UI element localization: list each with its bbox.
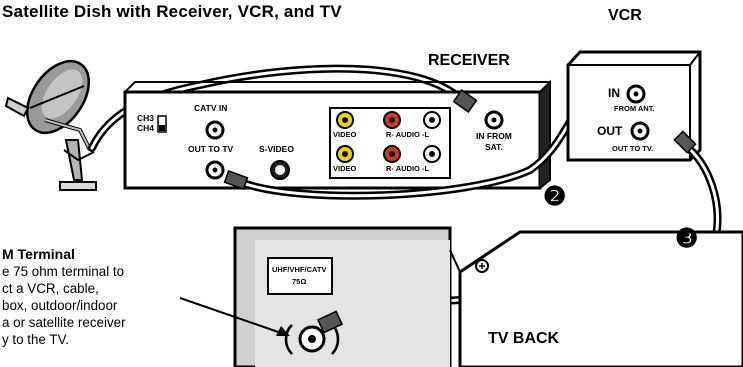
vcr-title: VCR [608,7,642,24]
pointer-arrow-icon [179,297,290,336]
terminal-note-line: a or satellite receiver [2,315,126,330]
audio-label-2: R- AUDIO -L [386,164,430,173]
ch3-label: CH3 [137,113,155,123]
receiver-back-panel [123,79,551,190]
tv-back-title: TV BACK [488,330,560,347]
vcr-back-panel [566,50,702,162]
diagram-title: Satellite Dish with Receiver, VCR, and T… [2,2,342,21]
s-video-label: S-VIDEO [259,144,294,154]
terminal-note: M Terminal e 75 ohm terminal to ct a VCR… [2,246,126,348]
receiver-title: RECEIVER [428,52,510,69]
terminal-note-line: ct a VCR, cable, [2,281,99,296]
step-3-badge: ❸ [675,223,699,253]
catv-in-label: CATV IN [194,103,228,113]
terminal-note-line: box, outdoor/indoor [2,298,118,313]
out-to-tv-label: OUT TO TV [188,144,234,154]
terminal-note-line: e 75 ohm terminal to [2,264,125,279]
video-label-1: VIDEO [333,130,357,139]
vcr-in-label: IN [608,86,620,100]
terminal-note-line: y to the TV. [2,332,69,347]
tv-terminal-label-2: 75Ω [292,277,307,286]
sat-input-connector [452,89,478,113]
in-from-sat-label-2: SAT. [485,142,503,152]
satellite-dish-icon [4,59,97,191]
audio-label-1: R- AUDIO -L [386,130,430,139]
in-from-sat-label-1: IN FROM [476,131,512,141]
tv-input-connector [316,310,344,334]
ch4-label: CH4 [137,123,155,133]
vcr-out-connector [673,130,697,154]
terminal-note-heading: M Terminal [2,246,75,262]
video-label-2: VIDEO [333,164,357,173]
vcr-out-label: OUT [597,124,623,138]
vcr-out-to-tv-label: OUT TO TV. [612,144,654,153]
out-to-tv-connector [223,169,249,191]
vcr-from-ant-label: FROM ANT. [614,104,655,113]
tv-back-panel [233,226,743,367]
step-2-badge: ❷ [543,181,567,211]
tv-terminal-label-1: UHF/VHF/CATV [272,265,327,274]
